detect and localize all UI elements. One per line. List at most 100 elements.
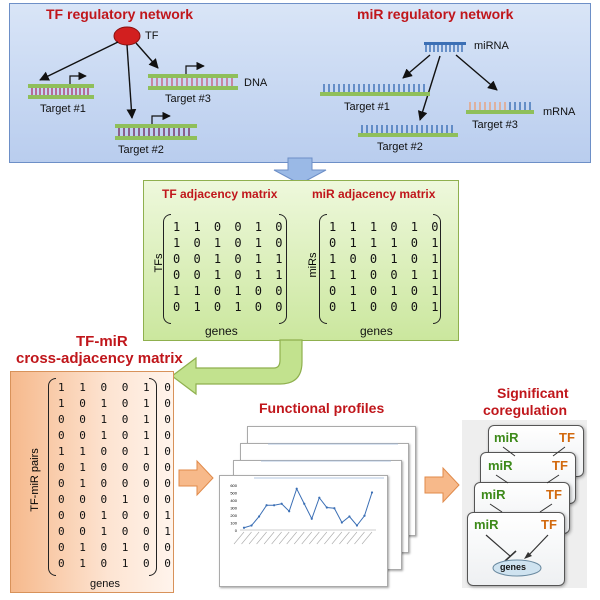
matrix-row: 0 0 1 0 1 0: [58, 413, 175, 426]
coreg-mir-label-2: miR: [481, 487, 506, 502]
mir-target-2-label: Target #2: [377, 141, 423, 153]
matrix-row: 0 0 0 1 0 0: [58, 493, 175, 506]
tf-genes-label: genes: [205, 324, 238, 338]
mir-matrix-title: miR adjacency matrix: [312, 187, 436, 201]
category-tick: [294, 531, 305, 545]
profile-point: [363, 514, 366, 517]
category-tick: [286, 531, 297, 545]
y-tick-label: 600: [230, 483, 237, 488]
coreg-mir-label-4: miR: [494, 430, 519, 445]
profile-point: [250, 524, 253, 527]
cross-title-line1: TF-miR: [76, 333, 128, 350]
coreg-title-line2: coregulation: [483, 402, 568, 418]
matrix-row: 0 1 0 0 0 0: [58, 477, 175, 490]
coreg-tf-label-3: TF: [552, 458, 568, 473]
cross-title-line2: cross-adjacency matrix: [16, 350, 183, 367]
matrix-row: 1 1 0 0 1 0: [58, 445, 175, 458]
matrix-row: 0 1 0 0 0 1: [329, 300, 442, 314]
y-tick-label: 0: [235, 528, 238, 533]
category-tick: [248, 531, 260, 545]
mir-genes-label: genes: [360, 324, 393, 338]
profile-point: [325, 506, 328, 509]
matrix-row: 1 1 1 0 1 0: [329, 220, 442, 234]
profile-point: [310, 517, 313, 520]
mrna-label: mRNA: [543, 106, 576, 118]
matrix-row: 0 0 1 0 1 1: [173, 268, 286, 282]
matrix-row: 1 0 1 0 1 0: [173, 236, 286, 250]
y-tick-label: 100: [230, 521, 237, 526]
profile-point: [355, 524, 359, 527]
coreg-tf-label-1: TF: [541, 517, 557, 532]
mir-network-title: miR regulatory network: [357, 6, 514, 22]
profile-point: [333, 507, 336, 510]
profile-point: [348, 515, 351, 518]
y-tick-label: 200: [230, 513, 237, 518]
category-tick: [233, 531, 245, 545]
tf-matrix-title: TF adjacency matrix: [162, 187, 278, 201]
matrix-row: 0 1 0 1 0 1: [329, 284, 442, 298]
right-arrow-icon-2: [424, 466, 460, 504]
cross-genes-label: genes: [90, 578, 120, 590]
matrix-row: 0 1 0 0 0 0: [58, 461, 175, 474]
tf-target-2-label: Target #2: [118, 144, 164, 156]
right-arrow-icon-1: [178, 459, 214, 497]
network-graphics: [28, 26, 534, 140]
category-tick: [271, 531, 282, 545]
mirna-shape: [424, 42, 466, 52]
profile-point: [295, 487, 298, 490]
matrix-row: 0 1 1 1 0 1: [329, 236, 442, 250]
matrix-row: 1 1 0 0 1 0: [173, 220, 286, 234]
category-tick: [256, 531, 267, 545]
category-tick: [278, 531, 290, 545]
mirna-label: miRNA: [474, 40, 509, 52]
y-tick-label: 300: [230, 506, 237, 511]
y-tick-label: 500: [230, 491, 237, 496]
category-tick: [309, 531, 320, 545]
matrix-row: 0 1 0 1 0 0: [58, 541, 175, 554]
profile-point: [340, 521, 343, 524]
tf-network-title: TF regulatory network: [46, 6, 194, 22]
category-tick: [316, 531, 328, 545]
category-tick: [361, 531, 373, 545]
profile-point: [303, 502, 306, 505]
profile-point: [265, 504, 268, 507]
coreg-title-line1: Significant: [497, 385, 569, 401]
genes-ellipse: [492, 559, 542, 577]
category-tick: [331, 531, 343, 545]
matrix-row: 0 0 1 0 1 1: [173, 252, 286, 266]
category-tick: [346, 531, 358, 545]
dna-target-2: [115, 111, 197, 140]
coreg-genes-label: genes: [500, 562, 527, 572]
matrix-row: 0 0 1 0 1 0: [58, 429, 175, 442]
matrix-row: 1 0 0 1 0 1: [329, 252, 442, 266]
matrix-row: 1 0 1 0 1 0: [58, 397, 175, 410]
matrix-row: 1 1 0 1 0 0: [173, 284, 286, 298]
curved-arrow-icon: [171, 339, 303, 396]
category-tick: [241, 531, 252, 545]
mir-target-1-label: Target #1: [344, 101, 390, 113]
matrix-row: 0 0 1 0 0 1: [58, 525, 175, 538]
profile-point: [318, 496, 321, 499]
cross-adjacency-matrix: 1 1 0 0 1 0 1 0 1 0 1 0 0 0 1 0 1 0 0 0 1 0…: [58, 380, 175, 572]
tf-label: TF: [145, 30, 159, 42]
category-tick: [301, 531, 312, 545]
category-tick: [263, 531, 275, 545]
matrix-row: 1 1 0 0 1 1: [329, 268, 442, 282]
mrna-target-1: [320, 84, 430, 96]
matrix-row: 0 1 0 1 0 0: [173, 300, 286, 314]
adjacency-matrices-panel: [143, 180, 459, 341]
matrix-row: 1 1 0 0 1 0: [58, 381, 175, 394]
category-tick: [354, 531, 365, 545]
profile-point: [288, 510, 291, 513]
dna-target-1: [28, 71, 94, 99]
mrna-target-3: [466, 102, 534, 114]
mir-adjacency-matrix: 1 1 1 0 1 0 0 1 1 1 0 1 1 0 0 1 0 1 1 1 0 0…: [329, 219, 441, 315]
profile-point: [242, 526, 246, 529]
category-tick: [324, 531, 335, 545]
profile-card-front: [219, 475, 388, 587]
tf-target-1-label: Target #1: [40, 103, 86, 115]
down-arrow-icon: [273, 157, 327, 185]
coreg-tf-label-2: TF: [546, 487, 562, 502]
